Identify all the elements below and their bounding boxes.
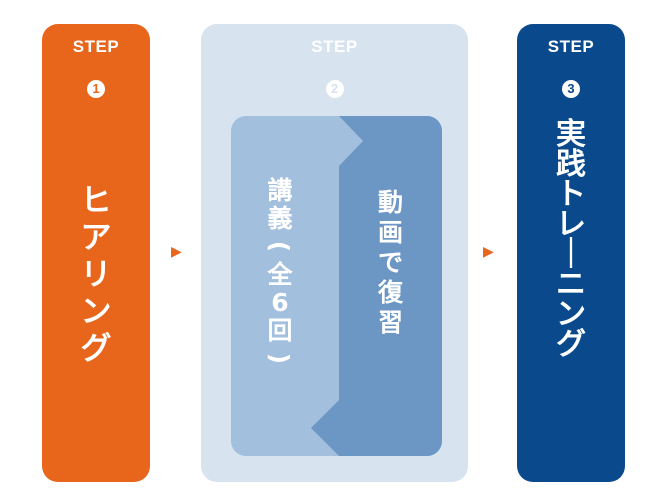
video-review-panel (311, 116, 442, 456)
video-review-text: 動画で復習 (377, 188, 403, 337)
step-1-number-badge: 1 (87, 80, 105, 98)
step-1-card: STEP 1 ヒアリング (42, 24, 150, 482)
step-2-label: STEP (311, 37, 358, 56)
step-2-inner-panel (231, 116, 442, 456)
step-3-label: STEP (547, 37, 595, 56)
step-3-card: STEP 3 実践トレ｜ニング (517, 24, 625, 482)
step-2-number-badge: 2 (325, 80, 344, 98)
arrow-1-icon: ▶ (171, 244, 182, 260)
step-3-title: 実践トレ｜ニング (556, 117, 586, 362)
step-1-label: STEP (72, 37, 120, 56)
step-3-number-badge: 3 (562, 80, 580, 98)
step-1-title: ヒアリング (80, 183, 112, 367)
arrow-2-icon: ▶ (483, 244, 494, 260)
